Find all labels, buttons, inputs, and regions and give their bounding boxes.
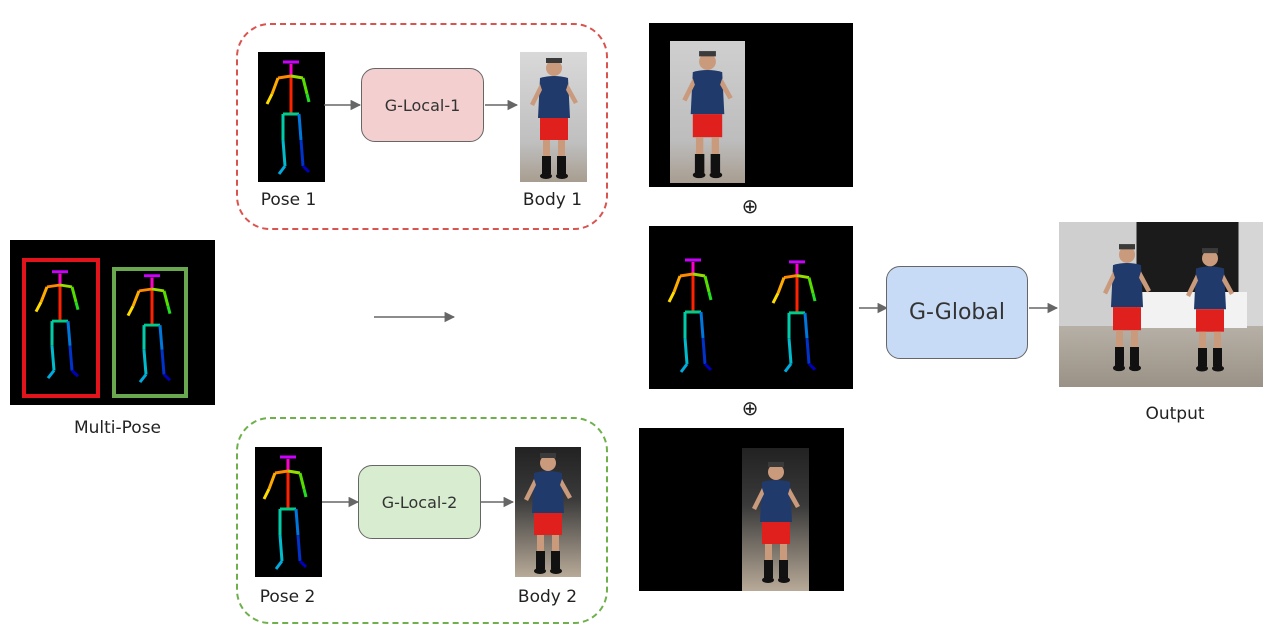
arrow-pose2-to-glocal2 — [322, 496, 360, 508]
arrow-pose1-to-glocal1 — [324, 99, 362, 111]
pose-2-image — [255, 447, 322, 577]
branch-2-container — [236, 417, 608, 624]
body-1-label: Body 1 — [522, 190, 583, 210]
arrow-canvas-to-gglobal — [859, 302, 889, 314]
body-1-image — [520, 52, 587, 182]
placed-body-2-canvas — [639, 428, 844, 591]
plus-symbol-top: ⊕ — [741, 194, 759, 218]
pose-1-label: Pose 1 — [260, 190, 317, 210]
arrow-gglobal-to-output — [1029, 302, 1059, 314]
multi-pose-label: Multi-Pose — [73, 418, 162, 438]
pose-1-image — [258, 52, 325, 182]
g-global-block: G-Global — [886, 266, 1028, 359]
multi-pose-image — [10, 240, 215, 405]
branch-1-container — [236, 23, 608, 230]
arrow-glocal2-to-body2 — [481, 496, 515, 508]
g-local-2-label: G-Local-2 — [381, 492, 458, 512]
g-local-1-block: G-Local-1 — [361, 68, 484, 142]
pose-2-label: Pose 2 — [259, 587, 316, 607]
placed-body-1-canvas — [649, 23, 853, 187]
output-image — [1059, 222, 1263, 387]
g-local-1-label: G-Local-1 — [384, 95, 461, 115]
arrow-glocal1-to-body1 — [485, 99, 519, 111]
body-2-label: Body 2 — [517, 587, 578, 607]
body-2-image — [515, 447, 581, 577]
arrow-input-to-branches — [374, 311, 456, 323]
multi-pose-canvas — [649, 226, 853, 389]
g-local-2-block: G-Local-2 — [358, 465, 481, 539]
g-global-label: G-Global — [909, 300, 1005, 325]
pose-box-2 — [112, 267, 188, 398]
pose-box-1 — [22, 258, 100, 398]
plus-symbol-bottom: ⊕ — [741, 396, 759, 420]
output-label: Output — [1145, 404, 1205, 424]
